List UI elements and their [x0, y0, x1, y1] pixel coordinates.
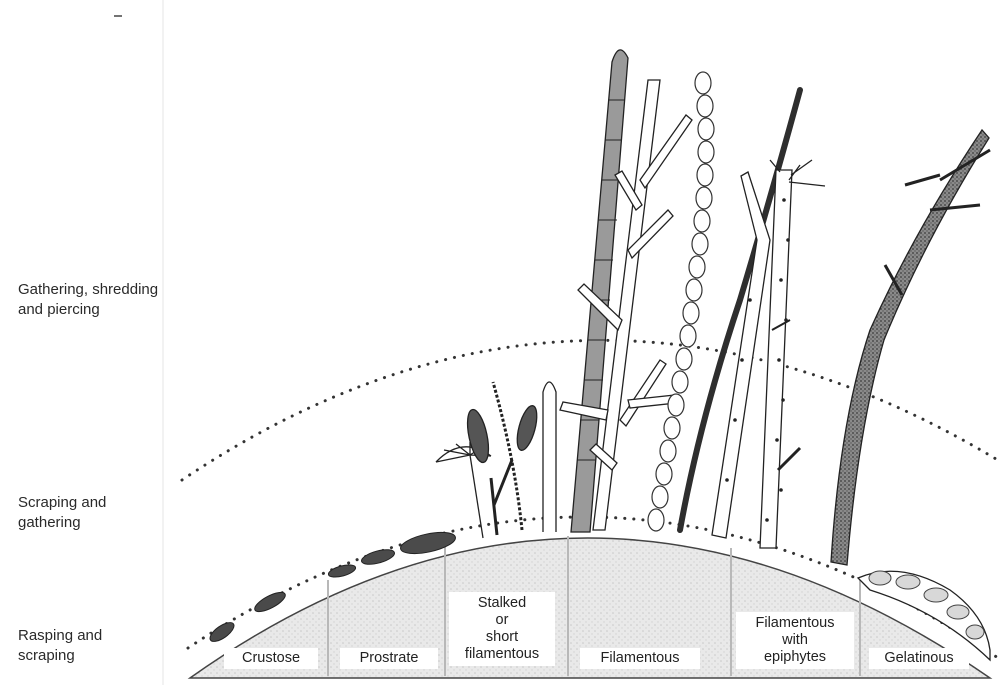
stalked-algae [436, 382, 556, 538]
form-label-filamentous-with-epiphytes: Filamentous with epiphytes [736, 612, 854, 669]
form-label-filamentous: Filamentous [580, 648, 700, 669]
form-label-stalked-short-filamentous: Stalked or short filamentous [449, 592, 555, 666]
filamentous-with-epiphytes [712, 160, 825, 548]
form-label-prostrate: Prostrate [340, 648, 438, 669]
label-gathering-shredding-piercing: Gathering, shredding and piercing [18, 280, 158, 320]
form-label-gelatinous: Gelatinous [869, 648, 969, 669]
label-scraping-gathering: Scraping and gathering [18, 493, 106, 533]
form-label-crustose: Crustose [224, 648, 318, 669]
gelatinous-algae [831, 130, 990, 660]
label-rasping-scraping: Rasping and scraping [18, 626, 102, 666]
